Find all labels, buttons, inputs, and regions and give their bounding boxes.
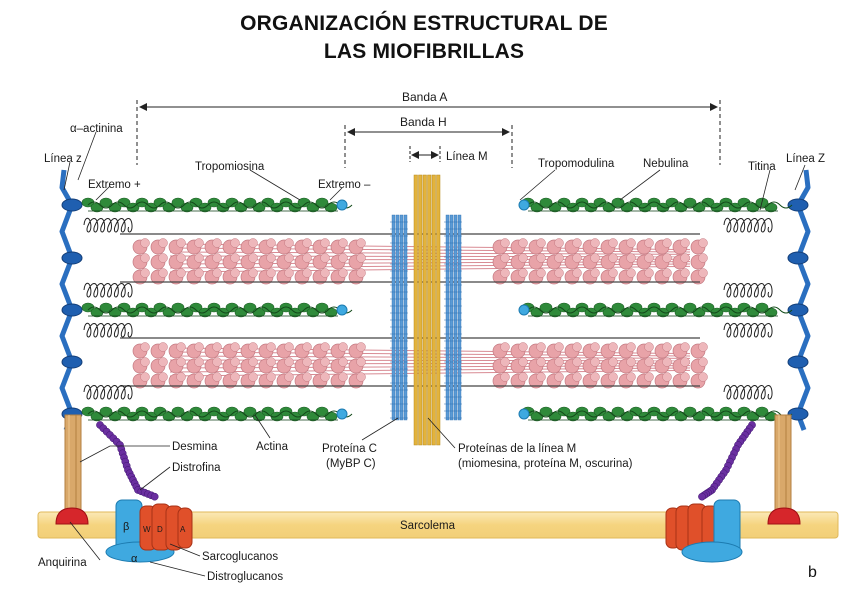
label-proteina-c: Proteína C <box>322 443 377 455</box>
z-lines <box>59 169 811 431</box>
titin-spring <box>83 384 133 400</box>
alpha-actinin-node <box>787 198 809 212</box>
label-beta: β <box>123 521 129 533</box>
label-proteinas-linea-m: Proteínas de la línea M <box>458 443 576 455</box>
thick-filament <box>120 233 708 285</box>
thin-filaments <box>81 197 793 422</box>
band-dimensions: Banda A Banda H Línea M <box>136 90 721 168</box>
titin-spring <box>83 322 133 338</box>
titin-spring <box>723 384 773 400</box>
sarcoglycan-complex-left: W D A <box>139 503 193 551</box>
thin-filament-left <box>81 197 353 213</box>
sarcolemma-membrane <box>37 511 839 539</box>
label-alfa-actinina: α–actinina <box>70 123 123 135</box>
anquirina-right <box>767 507 801 525</box>
thick-filament <box>120 337 708 389</box>
panel-letter: b <box>808 564 817 581</box>
mybp-c-bar-left <box>391 214 396 421</box>
label-nebulina: Nebulina <box>643 158 689 170</box>
mybp-c-bar-right <box>449 214 454 421</box>
label-distrofina: Distrofina <box>172 462 221 474</box>
alpha-actinin-node <box>787 407 809 421</box>
label-titina: Titina <box>748 161 776 173</box>
label-linea-m: Línea M <box>446 151 488 163</box>
mybp-c-bar-right <box>445 214 450 421</box>
alpha-actinin-node <box>61 355 83 369</box>
dystroglycan-complex-left: β α W D A <box>105 499 193 565</box>
desmin-column-right <box>774 414 792 513</box>
label-mybp-c: (MyBP C) <box>326 458 376 470</box>
thin-filament-left <box>81 406 353 422</box>
thick-filaments <box>120 233 708 389</box>
label-sg-a: A <box>180 525 186 534</box>
dystroglycan-complex-right <box>665 499 743 563</box>
label-distroglucanos: Distroglucanos <box>207 571 283 583</box>
label-alfa: α <box>131 553 138 565</box>
dystrophin-chain <box>96 421 159 501</box>
label-linea-z-right: Línea Z <box>786 153 825 165</box>
alpha-actinin-node <box>787 251 809 265</box>
annotations <box>63 131 806 577</box>
mybp-c-bar-left <box>399 214 404 421</box>
m-line-proteins <box>413 174 441 446</box>
label-tropomiosina: Tropomiosina <box>195 161 265 173</box>
label-sarcolema: Sarcolema <box>400 520 456 532</box>
titin-spring <box>723 282 773 298</box>
label-extremo-menos: Extremo – <box>318 179 371 191</box>
diagram-title-line-1: ORGANIZACIÓN ESTRUCTURAL DE <box>240 12 608 35</box>
label-banda-h: Banda H <box>400 115 447 129</box>
mybp-c-bar-left <box>395 214 400 421</box>
label-proteinas-linea-m-detail: (miomesina, proteína M, oscurina) <box>458 458 633 470</box>
titin-spring <box>723 322 773 338</box>
mybp-c-bar-right <box>457 214 462 421</box>
anquirina-left <box>55 507 89 525</box>
sarcoglycan-complex-right <box>665 503 719 551</box>
thin-filament-right <box>518 406 793 422</box>
titin-spring <box>723 217 773 233</box>
thin-filament-right <box>518 197 793 213</box>
alpha-actinin-node <box>787 355 809 369</box>
label-sarcoglucanos: Sarcoglucanos <box>202 551 278 563</box>
thin-filament-left <box>81 302 353 318</box>
diagram-title-line-2: LAS MIOFIBRILLAS <box>323 40 525 63</box>
titin-spring <box>83 217 133 233</box>
mybp-c-bar-left <box>403 214 408 421</box>
thin-filament-right <box>518 302 793 318</box>
mybp-c-bar-right <box>453 214 458 421</box>
alpha-actinin-node <box>61 251 83 265</box>
desmin-column-left <box>64 414 82 513</box>
label-sg-w: W <box>143 525 151 534</box>
alpha-actinin-node <box>61 303 83 317</box>
label-anquirina: Anquirina <box>38 557 87 569</box>
titin-spring <box>83 282 133 298</box>
label-linea-z-left: Línea z <box>44 153 82 165</box>
label-banda-a: Banda A <box>402 90 447 104</box>
alpha-actinin-node <box>787 303 809 317</box>
label-desmina: Desmina <box>172 441 218 453</box>
label-tropomodulina: Tropomodulina <box>538 158 615 170</box>
titin-springs <box>83 217 773 400</box>
dystrophin-chains <box>96 421 756 501</box>
label-sg-d: D <box>157 525 163 534</box>
mybp-c-proteins <box>390 214 462 421</box>
dystrophin-chain <box>698 421 756 501</box>
alpha-actinin-node <box>61 198 83 212</box>
label-extremo-mas: Extremo + <box>88 179 141 191</box>
label-actina: Actina <box>256 441 289 453</box>
